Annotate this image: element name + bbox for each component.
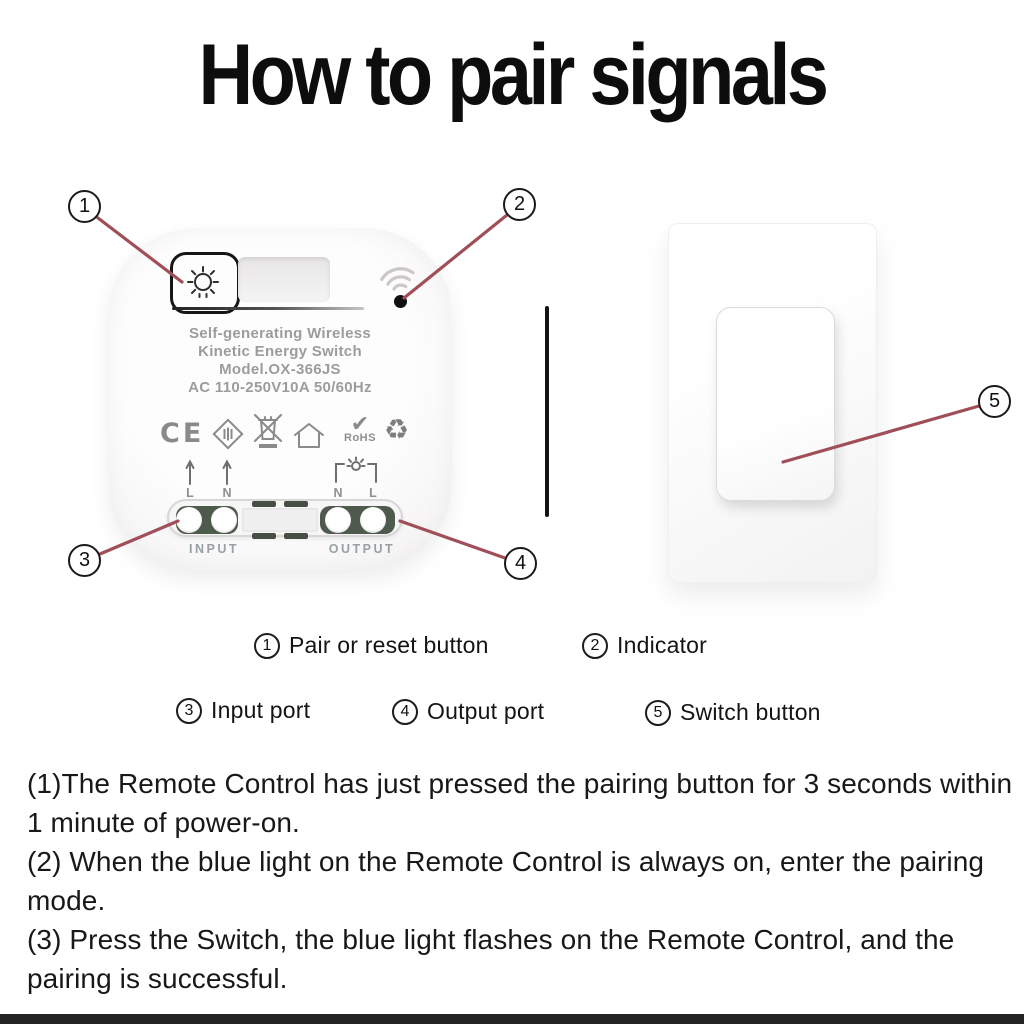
indicator-dot bbox=[394, 295, 407, 308]
terminal-hole bbox=[176, 507, 202, 533]
terminal-label-n: N bbox=[222, 486, 232, 500]
wall-switch-plate bbox=[668, 223, 877, 583]
callout-badge-1: 1 bbox=[68, 190, 101, 223]
terminal-label-l: L bbox=[186, 486, 194, 500]
legend-label: Pair or reset button bbox=[289, 632, 489, 658]
legend-label: Switch button bbox=[680, 699, 821, 725]
legend-number: 5 bbox=[645, 699, 671, 726]
divider-line bbox=[545, 306, 549, 517]
terminal-label-n: N bbox=[333, 486, 343, 500]
line-in-arrow-icon bbox=[185, 459, 195, 485]
device-name-text: Self-generating Wireless Kinetic Energy … bbox=[108, 325, 452, 397]
ce-mark-icon: CE bbox=[160, 418, 205, 449]
input-port-caption: INPUT bbox=[189, 542, 239, 556]
bottom-bar bbox=[0, 1014, 1024, 1024]
legend-number: 2 bbox=[582, 632, 608, 659]
callout-badge-3: 3 bbox=[68, 544, 101, 577]
load-lamp-bracket-icon bbox=[335, 456, 377, 483]
terminal-screw bbox=[252, 501, 276, 507]
legend-item-switch-button: 5 Switch button bbox=[645, 699, 821, 726]
legend-item-output-port: 4 Output port bbox=[392, 698, 544, 725]
line-in-arrow-icon bbox=[222, 459, 232, 485]
instruction-step-3: (3) Press the Switch, the blue light fla… bbox=[27, 924, 955, 994]
instruction-step-1: (1)The Remote Control has just pressed t… bbox=[27, 768, 1013, 838]
callout-badge-5: 5 bbox=[978, 385, 1011, 418]
terminal-hole bbox=[360, 507, 386, 533]
device-back-panel: Self-generating Wireless Kinetic Energy … bbox=[108, 228, 452, 570]
device-rating-line: AC 110-250V10A 50/60Hz bbox=[188, 379, 372, 396]
device-name-line: Self-generating Wireless bbox=[188, 325, 372, 342]
wifi-signal-icon bbox=[380, 267, 415, 291]
legend-item-pair-reset: 1 Pair or reset button bbox=[254, 632, 489, 659]
legend-number: 3 bbox=[176, 697, 202, 724]
legend-number: 1 bbox=[254, 632, 280, 659]
legend-label: Indicator bbox=[617, 632, 708, 658]
rohs-check-icon: ✔ bbox=[350, 411, 370, 436]
weee-bin-icon bbox=[254, 414, 282, 448]
terminal-strip bbox=[167, 499, 403, 539]
device-name-line: Kinetic Energy Switch bbox=[198, 343, 362, 360]
pairing-instructions: (1)The Remote Control has just pressed t… bbox=[27, 764, 1017, 998]
terminal-center-plate bbox=[242, 508, 318, 532]
terminal-screw bbox=[252, 533, 276, 539]
device-window bbox=[238, 257, 330, 302]
rohs-icon: ✔ RoHS bbox=[338, 411, 382, 445]
class-ii-insulation-icon bbox=[212, 418, 244, 450]
recycle-icon: ♻ bbox=[384, 413, 410, 446]
output-port-caption: OUTPUT bbox=[328, 542, 396, 556]
callout-badge-2: 2 bbox=[503, 188, 536, 221]
legend-label: Input port bbox=[211, 697, 311, 723]
callout-badge-4: 4 bbox=[504, 547, 537, 580]
indoor-use-icon bbox=[294, 423, 324, 448]
device-model-line: Model.OX-366JS bbox=[219, 361, 341, 378]
rohs-label: RoHS bbox=[344, 432, 376, 444]
page-title: How to pair signals bbox=[198, 27, 829, 123]
legend-item-input-port: 3 Input port bbox=[176, 697, 310, 724]
switch-button bbox=[716, 307, 835, 501]
pair-light-icon bbox=[187, 266, 219, 298]
legend-item-indicator: 2 Indicator bbox=[582, 632, 707, 659]
terminal-label-l: L bbox=[369, 486, 377, 500]
terminal-hole bbox=[211, 507, 237, 533]
terminal-hole bbox=[325, 507, 351, 533]
legend-number: 4 bbox=[392, 698, 418, 725]
instruction-step-2: (2) When the blue light on the Remote Co… bbox=[27, 846, 985, 916]
legend-label: Output port bbox=[427, 698, 545, 724]
terminal-screw bbox=[284, 501, 308, 507]
terminal-screw bbox=[284, 533, 308, 539]
button-slot-line bbox=[172, 307, 364, 310]
